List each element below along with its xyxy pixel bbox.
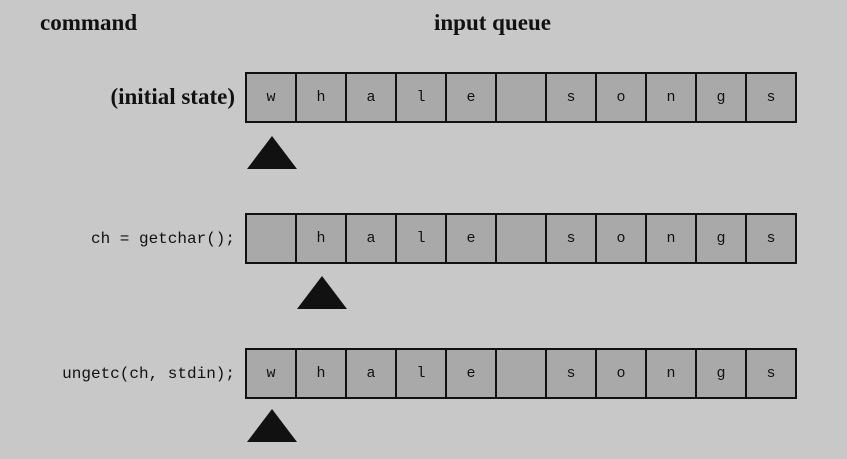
queue-cell: l — [397, 74, 447, 121]
input-queue-column-header: input queue — [434, 10, 551, 35]
queue-cell: o — [597, 215, 647, 262]
queue-cell: h — [297, 350, 347, 397]
queue-cell: s — [547, 215, 597, 262]
queue-cell: e — [447, 350, 497, 397]
queue-cell: a — [347, 74, 397, 121]
command-column-header: command — [40, 10, 138, 35]
queue-cell: n — [647, 215, 697, 262]
queue-cell: s — [547, 350, 597, 397]
queue-cell: s — [747, 350, 797, 397]
queue-cell: o — [597, 74, 647, 121]
queue-cell: s — [747, 74, 797, 121]
queue-cell: w — [247, 350, 297, 397]
input-queue-after-getchar: h a l e s o n g s — [245, 213, 797, 264]
queue-cell: g — [697, 350, 747, 397]
row-command-initial-state: (initial state) — [110, 84, 235, 109]
queue-cell — [247, 215, 297, 262]
row-command-ungetc: ungetc(ch, stdin); — [62, 365, 235, 383]
read-pointer-triangle — [297, 276, 348, 309]
row-command-getchar: ch = getchar(); — [90, 230, 235, 248]
queue-cell: g — [697, 74, 747, 121]
input-queue-initial-state: w h a l e s o n g s — [245, 72, 797, 123]
queue-cell: l — [397, 350, 447, 397]
queue-cell: o — [597, 350, 647, 397]
queue-cell: l — [397, 215, 447, 262]
queue-cell: n — [647, 74, 697, 121]
queue-cell: e — [447, 215, 497, 262]
queue-cell: s — [747, 215, 797, 262]
queue-cell: g — [697, 215, 747, 262]
queue-cell: h — [297, 215, 347, 262]
queue-cell: a — [347, 350, 397, 397]
queue-cell: h — [297, 74, 347, 121]
input-queue-after-ungetc: w h a l e s o n g s — [245, 348, 797, 399]
queue-cell: s — [547, 74, 597, 121]
queue-cell: e — [447, 74, 497, 121]
queue-cell: n — [647, 350, 697, 397]
read-pointer-triangle — [247, 136, 297, 169]
queue-cell: a — [347, 215, 397, 262]
queue-cell — [497, 350, 547, 397]
queue-cell — [497, 215, 547, 262]
queue-cell: w — [247, 74, 297, 121]
read-pointer-triangle — [247, 409, 297, 442]
queue-cell — [497, 74, 547, 121]
